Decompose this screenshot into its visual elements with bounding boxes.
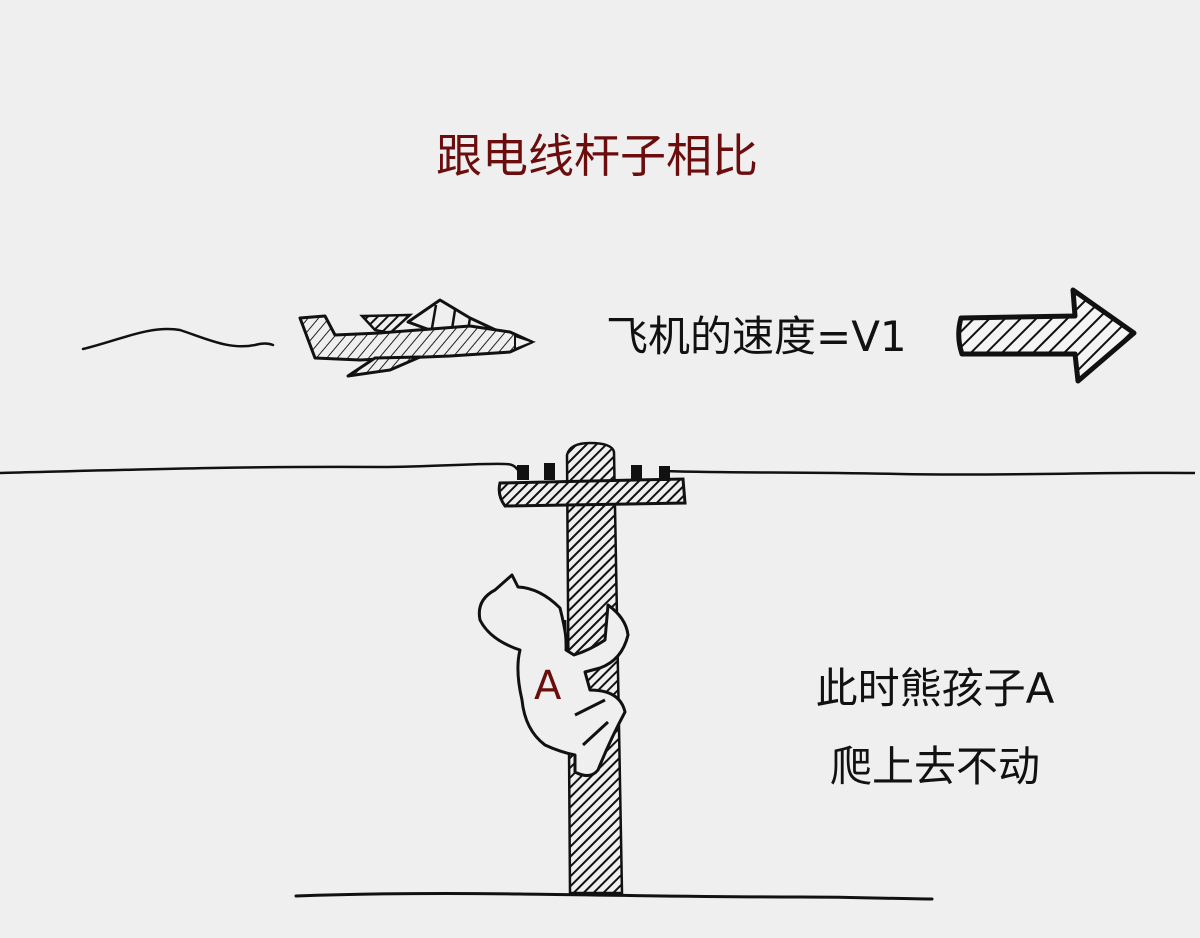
power-wire — [0, 462, 1196, 476]
motion-streak-icon — [81, 327, 275, 351]
ground-line — [294, 891, 934, 901]
caption-line-1: 此时熊孩子A — [815, 664, 1055, 713]
caption-line-2: 爬上去不动 — [829, 742, 1040, 791]
child-label: A — [534, 663, 562, 709]
right-arrow-icon — [956, 287, 1137, 384]
climbing-child-icon — [477, 573, 630, 777]
utility-pole-icon — [497, 441, 687, 895]
page-title: 跟电线杆子相比 — [436, 129, 758, 183]
plane-speed-label: 飞机的速度=V1 — [606, 312, 907, 361]
airplane-icon — [298, 298, 536, 378]
caption: 此时熊孩子A 爬上去不动 — [800, 664, 1070, 792]
